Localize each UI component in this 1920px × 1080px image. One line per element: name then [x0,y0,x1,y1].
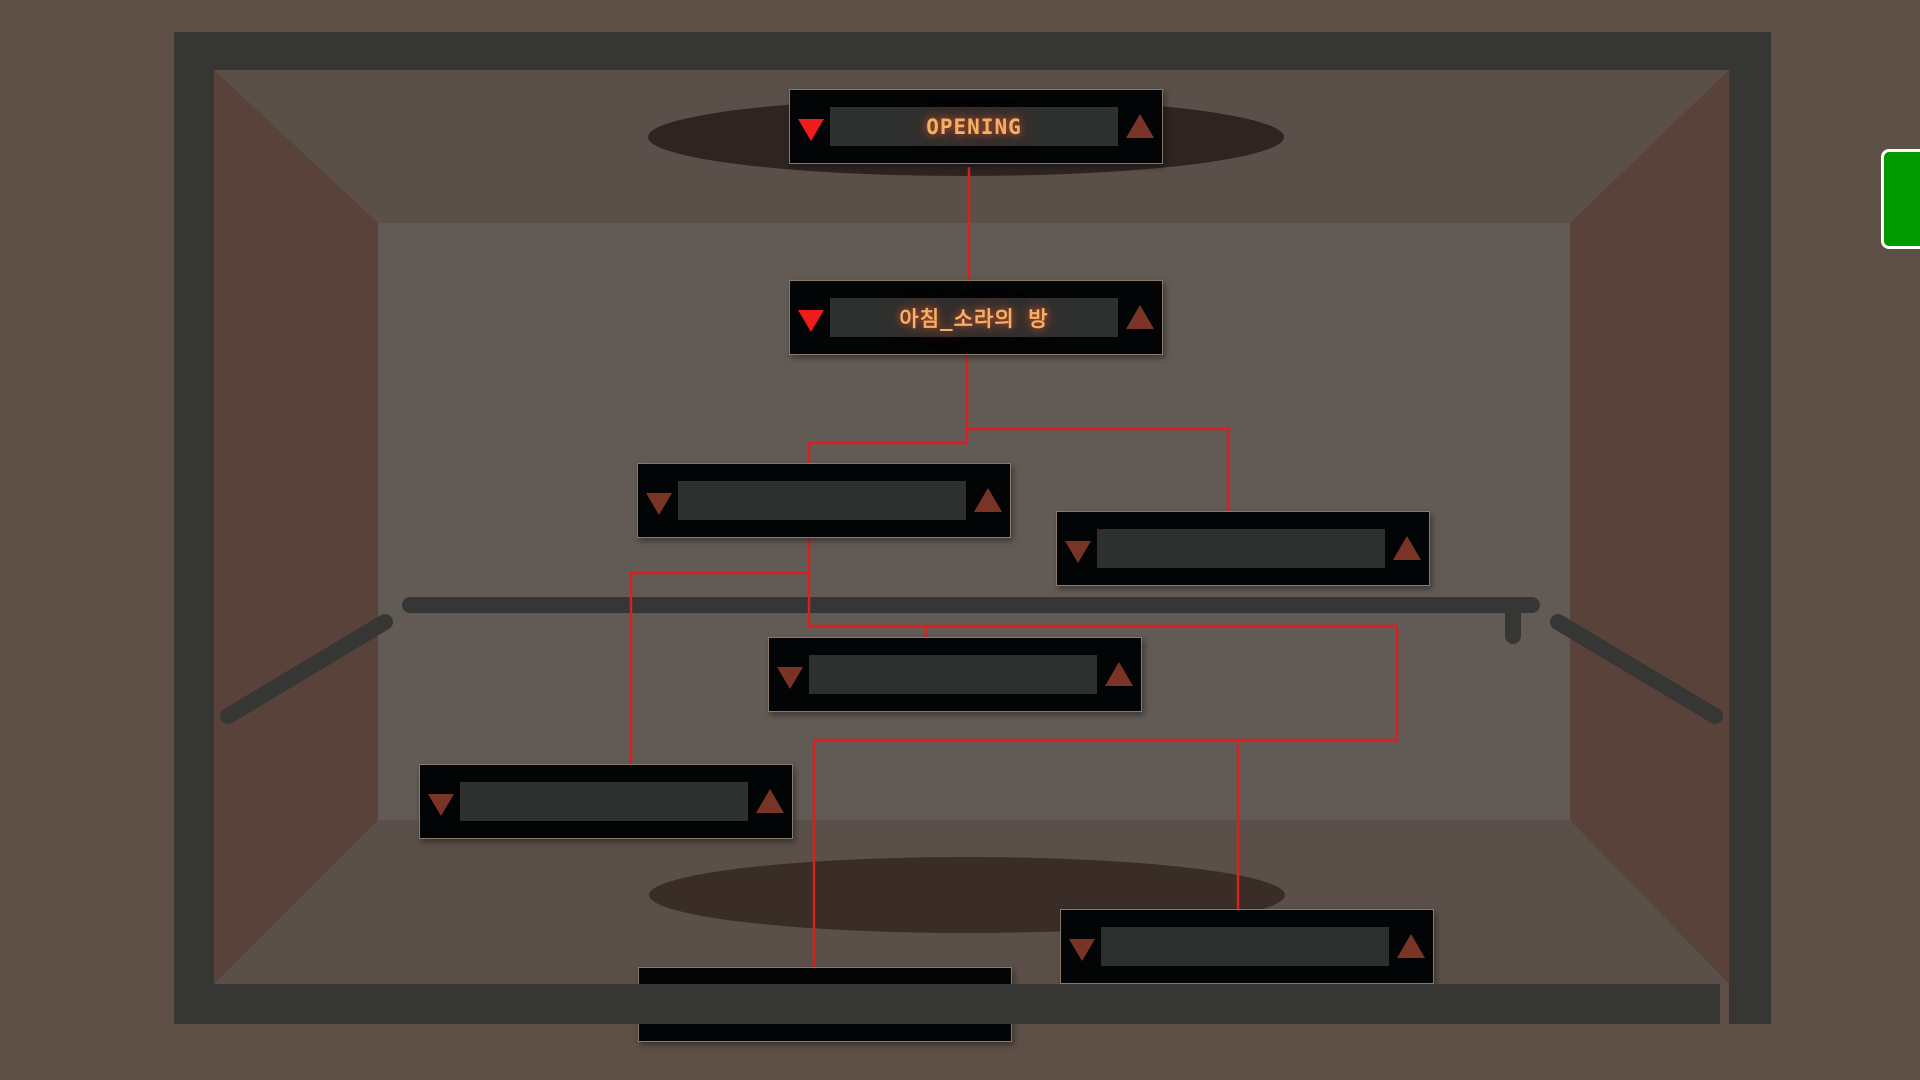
scene-slot[interactable]: OPENING [830,107,1118,146]
triangle-up-icon[interactable] [1393,536,1421,560]
triangle-down-icon[interactable] [1069,939,1095,961]
left-wall [214,70,378,984]
triangle-down-icon[interactable] [798,119,824,141]
scene-slot[interactable] [1101,927,1389,966]
triangle-up-icon[interactable] [1397,934,1425,958]
scene-label: 아침_소라의 방 [899,306,1049,331]
scene-node[interactable]: OPENING [789,89,1163,164]
frame-right [1729,70,1771,1024]
triangle-down-icon[interactable] [777,667,803,689]
triangle-up-icon[interactable] [1126,305,1154,329]
triangle-down-icon[interactable] [646,493,672,515]
scene-slot[interactable] [460,782,748,821]
connectors [629,167,1399,984]
side-tab-button[interactable] [1881,149,1920,249]
scene-label: OPENING [926,114,1022,139]
frame-left [174,70,214,1024]
frame-top [174,32,1771,70]
triangle-up-icon[interactable] [1105,662,1133,686]
frame-bottom [174,984,1720,1024]
triangle-up-icon[interactable] [1126,114,1154,138]
triangle-up-icon[interactable] [756,789,784,813]
triangle-up-icon[interactable] [974,488,1002,512]
scene-slot[interactable] [809,655,1097,694]
right-wall [1570,70,1729,984]
triangle-down-icon[interactable] [798,310,824,332]
scene-slot[interactable] [1097,529,1385,568]
handrails [220,597,1723,724]
triangle-down-icon[interactable] [428,794,454,816]
scene-node[interactable] [1056,511,1430,586]
scene-node[interactable] [637,463,1011,538]
triangle-down-icon[interactable] [1065,541,1091,563]
scene-node[interactable] [768,637,1142,712]
scene-node[interactable] [1060,909,1434,984]
scene-slot[interactable] [678,481,966,520]
scene-node[interactable] [419,764,793,839]
scene-slot[interactable]: 아침_소라의 방 [830,298,1118,337]
scene-node[interactable]: 아침_소라의 방 [789,280,1163,355]
